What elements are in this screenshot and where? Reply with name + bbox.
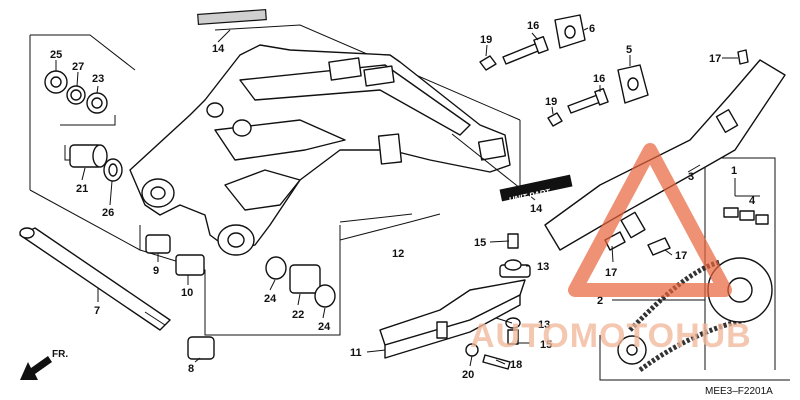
callout-22: 22 [292, 309, 304, 321]
part-9-collar [145, 234, 171, 254]
callout-10: 10 [181, 287, 193, 299]
callout-13-top: 13 [537, 261, 549, 273]
callout-15-low: 15 [540, 339, 552, 351]
fr-arrow-icon [20, 356, 52, 380]
callout-11: 11 [350, 347, 362, 359]
watermark: AUTOMOTOHUB [470, 143, 752, 355]
chain-slider [379, 233, 531, 370]
part-22-needle-bearing [289, 264, 321, 294]
callout-24-right: 24 [318, 321, 331, 333]
adjuster-hardware [479, 14, 649, 127]
chain-case [544, 49, 786, 256]
callout-20: 20 [462, 369, 474, 381]
unit-part-badge: UNIT PART [499, 174, 573, 205]
group-bracket-lines [29, 24, 790, 381]
callout-16-top: 16 [527, 20, 539, 32]
direction-label: FR. [52, 349, 68, 360]
callout-18: 18 [510, 359, 522, 371]
callout-7: 7 [94, 305, 100, 317]
callout-16-mid: 16 [593, 73, 605, 85]
callout-14-top: 14 [212, 43, 225, 55]
part-24-seal-b [314, 284, 336, 308]
pivot-bearings [44, 70, 336, 360]
callout-26: 26 [102, 207, 114, 219]
callout-23: 23 [92, 73, 104, 85]
callout-4: 4 [749, 195, 756, 207]
callout-17-low: 17 [605, 267, 617, 279]
part-10-collar [175, 254, 205, 276]
callout-17-right: 17 [675, 250, 687, 262]
callout-12: 12 [392, 248, 404, 260]
callout-2: 2 [597, 295, 603, 307]
callout-17-top: 17 [709, 53, 721, 65]
callout-25: 25 [50, 49, 62, 61]
front-direction-arrow: FR. [20, 349, 68, 380]
callout-24-left: 24 [264, 293, 277, 305]
callout-19-mid: 19 [545, 96, 557, 108]
callout-9: 9 [153, 265, 159, 277]
callout-27: 27 [72, 61, 84, 73]
callout-1: 1 [731, 165, 737, 177]
callout-8: 8 [188, 363, 194, 375]
warning-triangle-icon [568, 143, 732, 297]
part-8-collar [187, 336, 215, 360]
callout-6: 6 [589, 23, 595, 35]
watermark-text: AUTOMOTOHUB [470, 317, 752, 355]
callout-5: 5 [626, 44, 632, 56]
pivot-shaft [19, 227, 171, 331]
callout-21: 21 [76, 183, 88, 195]
part-24-seal-a [265, 256, 287, 280]
callout-labels: 25 27 23 21 26 14 19 16 6 5 17 16 19 3 1… [50, 20, 756, 381]
part-14-label-plate [197, 9, 267, 25]
callout-13-low: 13 [538, 319, 550, 331]
callout-19-top: 19 [480, 34, 492, 46]
callout-15-top: 15 [474, 237, 486, 249]
diagram-code: MEE3–F2201A [705, 386, 773, 397]
callout-3: 3 [688, 171, 694, 183]
callout-14-mid: 14 [530, 203, 543, 215]
swingarm [129, 44, 511, 256]
